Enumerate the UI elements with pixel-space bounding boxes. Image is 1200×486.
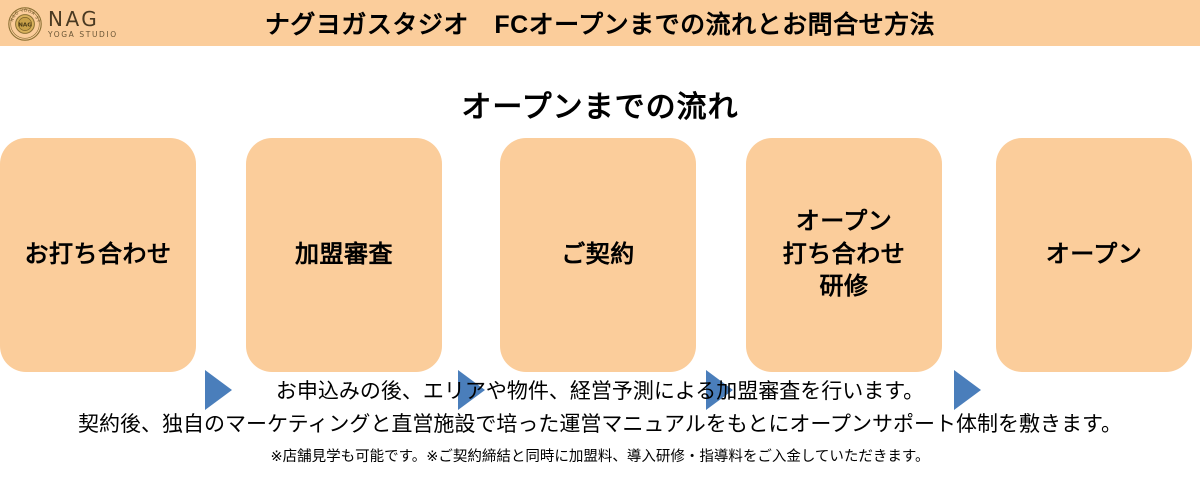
flow-step-5: オープン (996, 138, 1192, 372)
logo-wordmark: NAG YOGA STUDIO (48, 9, 118, 39)
flow-arrow-4-icon (954, 370, 981, 410)
brand-logo[interactable]: NAG NAG YOGA STUDIO NAG YOGA STUDIO (8, 6, 138, 42)
page-title: ナグヨガスタジオ FCオープンまでの流れとお問合せ方法 (264, 11, 936, 39)
logo-wordmark-sub: YOGA STUDIO (48, 30, 118, 40)
flow-arrow-1-icon (205, 370, 232, 410)
flow-step-label: オープン 打ち合わせ 研修 (782, 208, 906, 301)
flow-step-label: ご契約 (561, 240, 635, 268)
flow-step-1: お打ち合わせ (0, 138, 196, 372)
header-band: ナグヨガスタジオ FCオープンまでの流れとお問合せ方法 NAG NAG YOGA… (0, 0, 1200, 46)
flow-step-label: 加盟審査 (295, 240, 393, 268)
notes-block: お申込みの後、エリアや物件、経営予測による加盟審査を行います。 契約後、独自のマ… (0, 376, 1200, 469)
flow-step-label: オープン (1045, 240, 1143, 268)
note-line-1: お申込みの後、エリアや物件、経営予測による加盟審査を行います。 (275, 380, 925, 403)
flow-step-label: お打ち合わせ (24, 240, 172, 268)
flow-arrow-3-icon (706, 370, 733, 410)
note-line-2: 契約後、独自のマーケティングと直営施設で培った運営マニュアルをもとにオープンサポ… (78, 412, 1122, 436)
flow-step-3: ご契約 (500, 138, 696, 372)
note-fine-print: ※店舗見学も可能です。※ご契約締結と同時に加盟料、導入研修・指導料をご入金してい… (270, 449, 930, 466)
process-flow-diagram: お打ち合わせ 加盟審査 ご契約 オープン 打ち合わせ 研修 オープン (0, 138, 1200, 410)
flow-step-2: 加盟審査 (246, 138, 442, 372)
svg-text:NAG: NAG (18, 22, 32, 28)
section-heading: オープンまでの流れ (461, 91, 739, 124)
logo-seal-icon: NAG NAG YOGA STUDIO (8, 7, 42, 41)
flow-step-4: オープン 打ち合わせ 研修 (746, 138, 942, 372)
logo-wordmark-main: NAG (48, 7, 100, 32)
flow-arrow-2-icon (458, 370, 485, 410)
